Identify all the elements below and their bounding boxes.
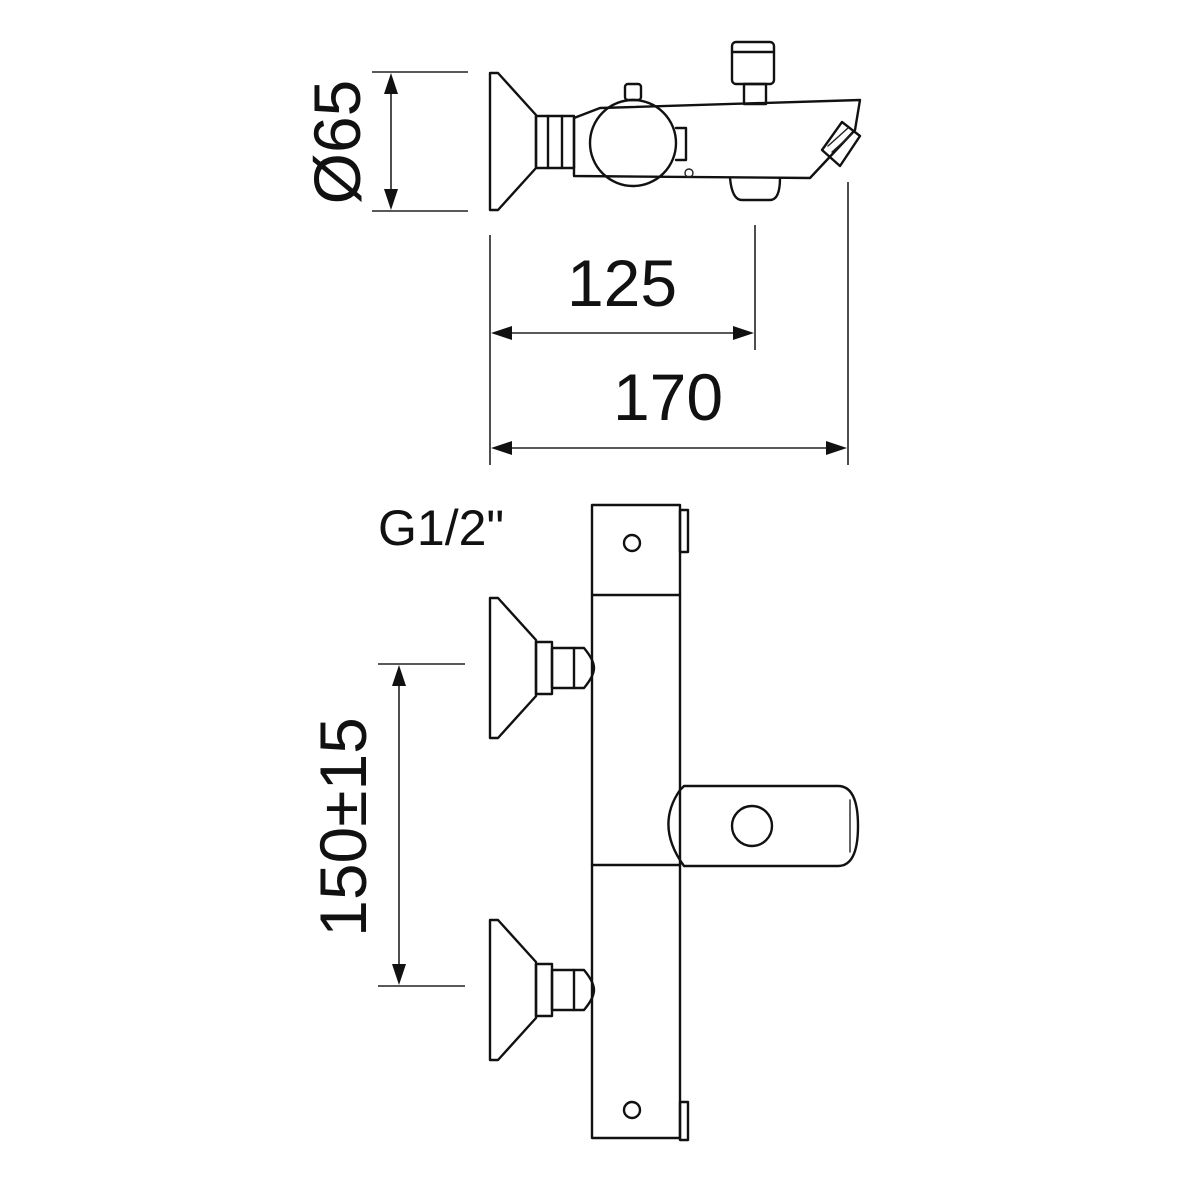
side-wall-rosette xyxy=(488,71,538,212)
diameter-label: Ø65 xyxy=(300,80,374,205)
front-view xyxy=(488,503,860,1142)
inner-length-label: 125 xyxy=(567,246,677,320)
side-body xyxy=(572,98,862,180)
side-connector xyxy=(534,114,576,170)
side-thermostat-knob xyxy=(588,98,678,188)
overall-length-dimension: 170 xyxy=(491,182,849,465)
diameter-dimension: Ø65 xyxy=(300,71,468,212)
inner-length-dimension: 125 xyxy=(489,225,756,465)
side-view xyxy=(488,40,862,212)
front-top-screw xyxy=(622,533,642,553)
overall-length-label: 170 xyxy=(613,360,723,434)
side-diverter-knob xyxy=(730,40,776,86)
front-spout xyxy=(667,784,860,868)
side-shower-outlet xyxy=(820,120,862,168)
front-lower-rosette xyxy=(488,918,538,1062)
inlet-spacing-dimension: 150±15 xyxy=(306,663,465,987)
inlet-spacing-label: 150±15 xyxy=(306,717,380,937)
front-body xyxy=(590,503,682,1140)
thread-label: G1/2" xyxy=(378,500,504,556)
front-diverter-button xyxy=(730,804,774,848)
front-bottom-screw xyxy=(622,1100,642,1120)
side-spout xyxy=(728,176,782,202)
front-upper-rosette xyxy=(488,596,538,740)
